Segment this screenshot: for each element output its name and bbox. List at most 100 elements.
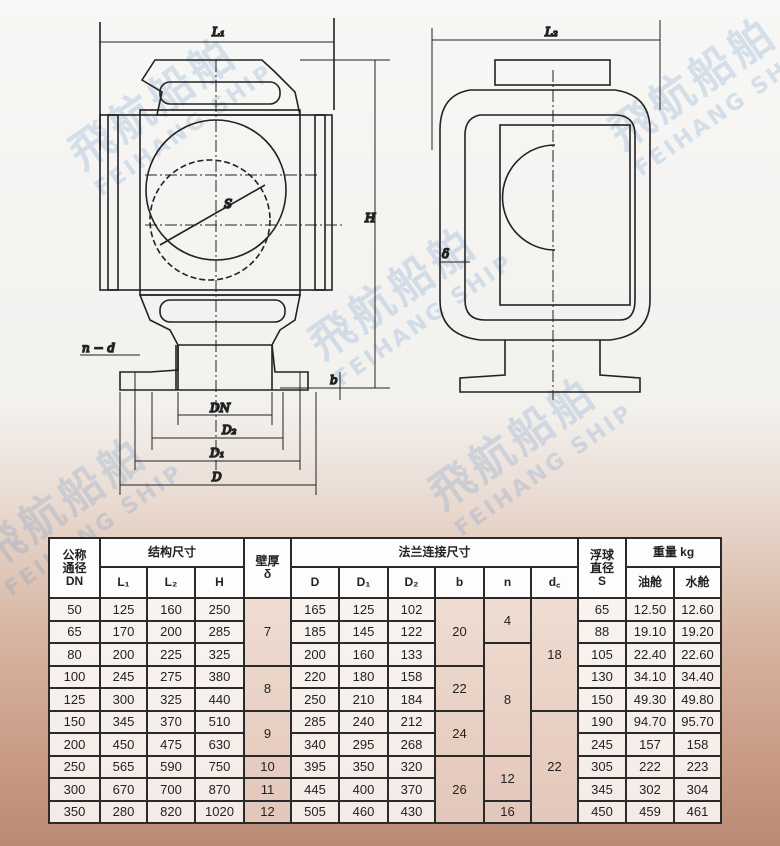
cell-d2: 102: [387, 597, 436, 622]
cell-dn: 200: [48, 732, 101, 757]
cell-s: 88: [577, 619, 627, 644]
cell-l2: 275: [146, 664, 196, 689]
cell-d: 165: [290, 597, 340, 622]
side-view: L₂ δ: [431, 20, 661, 400]
cell-h: 250: [194, 597, 245, 622]
header-dn-line1: 公称: [62, 547, 87, 562]
cell-l1: 670: [99, 777, 148, 802]
label-n-d: n − d: [82, 341, 115, 355]
cell-oil: 94.70: [625, 709, 675, 734]
cell-b: 24: [434, 709, 485, 757]
cell-wall: 10: [243, 754, 292, 779]
cell-water: 158: [673, 732, 722, 757]
cell-s: 150: [577, 687, 627, 712]
cell-dc: 18: [530, 597, 579, 712]
cell-l2: 820: [146, 799, 196, 824]
cell-water: 304: [673, 777, 722, 802]
header-wall-line2: δ: [263, 567, 272, 581]
cell-wall: 12: [243, 799, 292, 824]
cell-l1: 200: [99, 642, 148, 667]
label-L2: L₂: [544, 25, 558, 39]
cell-water: 461: [673, 799, 722, 824]
cell-d: 250: [290, 687, 340, 712]
cell-b: 22: [434, 664, 485, 712]
cell-n: 8: [483, 642, 532, 757]
cell-dn: 80: [48, 642, 101, 667]
header-D1: D₁: [338, 566, 389, 599]
cell-d1: 160: [338, 642, 389, 667]
cell-d1: 350: [338, 754, 389, 779]
cell-s: 65: [577, 597, 627, 622]
header-b: b: [434, 566, 485, 599]
cell-d2: 370: [387, 777, 436, 802]
header-float-line1: 浮球: [589, 547, 614, 562]
cell-l2: 225: [146, 642, 196, 667]
cell-s: 130: [577, 664, 627, 689]
cell-l1: 345: [99, 709, 148, 734]
cell-dn: 150: [48, 709, 101, 734]
cell-l2: 200: [146, 619, 196, 644]
cell-water: 19.20: [673, 619, 722, 644]
technical-drawing: L₁ H S n − d DN D₂ D₁ D b L₂ δ: [80, 18, 661, 495]
cell-water: 95.70: [673, 709, 722, 734]
cell-d2: 268: [387, 732, 436, 757]
cell-d2: 320: [387, 754, 436, 779]
cell-d1: 240: [338, 709, 389, 734]
cell-d1: 295: [338, 732, 389, 757]
cell-l2: 590: [146, 754, 196, 779]
cell-dn: 300: [48, 777, 101, 802]
header-dn-line2: 通径: [62, 560, 87, 575]
header-weight: 重量 kg: [625, 537, 722, 568]
header-oil: 油舱: [625, 566, 675, 599]
cell-d2: 430: [387, 799, 436, 824]
cell-l1: 300: [99, 687, 148, 712]
cell-d2: 133: [387, 642, 436, 667]
cell-s: 245: [577, 732, 627, 757]
label-delta: δ: [442, 247, 449, 261]
cell-b: 26: [434, 754, 485, 824]
cell-s: 190: [577, 709, 627, 734]
cell-d1: 210: [338, 687, 389, 712]
cell-n: 16: [483, 799, 532, 824]
cell-oil: 22.40: [625, 642, 675, 667]
label-D2: D₂: [221, 423, 237, 437]
header-D2: D₂: [387, 566, 436, 599]
cell-d: 185: [290, 619, 340, 644]
cell-oil: 19.10: [625, 619, 675, 644]
cell-dn: 250: [48, 754, 101, 779]
header-water: 水舱: [673, 566, 722, 599]
cell-l1: 565: [99, 754, 148, 779]
cell-d: 395: [290, 754, 340, 779]
cell-water: 34.40: [673, 664, 722, 689]
cell-wall: 8: [243, 664, 292, 712]
header-float-line2: 直径: [589, 560, 614, 575]
cell-dn: 125: [48, 687, 101, 712]
cell-h: 750: [194, 754, 245, 779]
cell-d: 220: [290, 664, 340, 689]
cell-d1: 145: [338, 619, 389, 644]
header-dn-line3: DN: [65, 573, 84, 588]
header-L1: L₁: [99, 566, 148, 599]
cell-water: 22.60: [673, 642, 722, 667]
cell-d1: 460: [338, 799, 389, 824]
cell-n: 4: [483, 597, 532, 644]
cell-dc: 22: [530, 709, 579, 824]
cell-l2: 325: [146, 687, 196, 712]
cell-oil: 459: [625, 799, 675, 824]
header-structure: 结构尺寸: [99, 537, 245, 568]
cell-oil: 49.30: [625, 687, 675, 712]
header-n: n: [483, 566, 532, 599]
header-H: H: [194, 566, 245, 599]
cell-oil: 157: [625, 732, 675, 757]
